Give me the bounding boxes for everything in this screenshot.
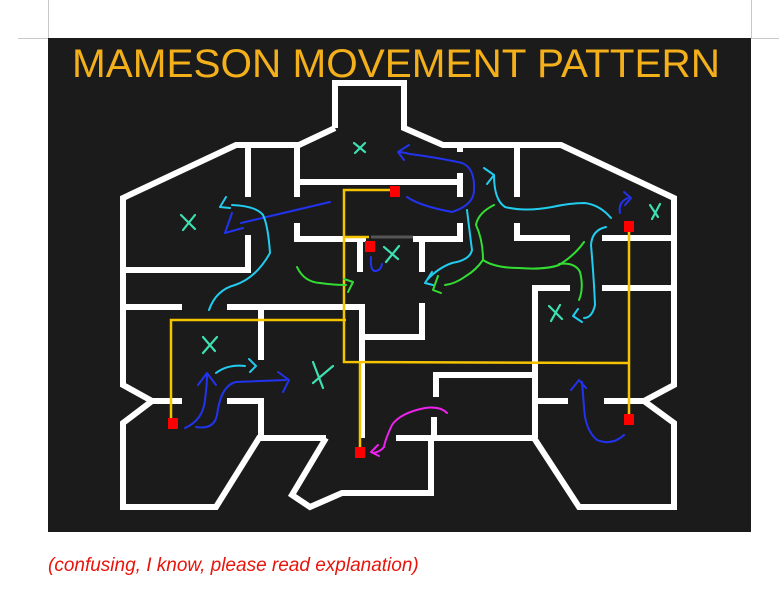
spawn-points [168, 186, 634, 458]
figure-title: MAMESON MOVEMENT PATTERN [72, 42, 720, 86]
arrow-path [570, 379, 625, 444]
spawn-square [624, 221, 634, 232]
x-marker [648, 202, 662, 221]
arrow-path [397, 144, 476, 213]
spawn-square [365, 241, 375, 252]
x-marker [201, 335, 219, 355]
walls [120, 80, 677, 511]
map-figure: MAMESON MOVEMENT PATTERN [48, 38, 751, 532]
spawn-square [624, 414, 634, 425]
x-marker [179, 213, 197, 232]
page-corner-mark [48, 0, 49, 38]
spawn-square [390, 186, 400, 197]
arrow-path [618, 191, 632, 214]
arrow-path [215, 358, 257, 374]
figure-caption: (confusing, I know, please read explanat… [48, 555, 419, 576]
x-marker [382, 244, 401, 264]
arrow-path [432, 259, 484, 294]
x-marker [352, 141, 367, 155]
arrow-path [483, 167, 612, 219]
movement-paths [184, 144, 632, 457]
arrow-path [370, 406, 448, 457]
page-corner-mark [751, 38, 779, 39]
arrow-path [208, 196, 271, 311]
x-markers [179, 141, 662, 390]
map-svg: MAMESON MOVEMENT PATTERN [72, 42, 720, 511]
arrow-path [424, 209, 473, 286]
arrow-path [572, 226, 607, 323]
arrow-path [369, 256, 383, 273]
spawn-square [168, 418, 178, 429]
page-corner-mark [18, 38, 48, 39]
arrow-path [296, 266, 354, 293]
x-marker [547, 303, 564, 323]
yellow-routes [169, 188, 631, 452]
outer-wall-left [332, 80, 677, 510]
arrow-path [195, 371, 290, 429]
x-marker [311, 360, 335, 390]
arrow-path [224, 201, 331, 234]
arrow-path [184, 372, 217, 429]
spawn-square [355, 447, 365, 458]
arrow-path [558, 262, 583, 301]
page-corner-mark [751, 0, 752, 38]
bottom-room-wall [287, 436, 434, 511]
